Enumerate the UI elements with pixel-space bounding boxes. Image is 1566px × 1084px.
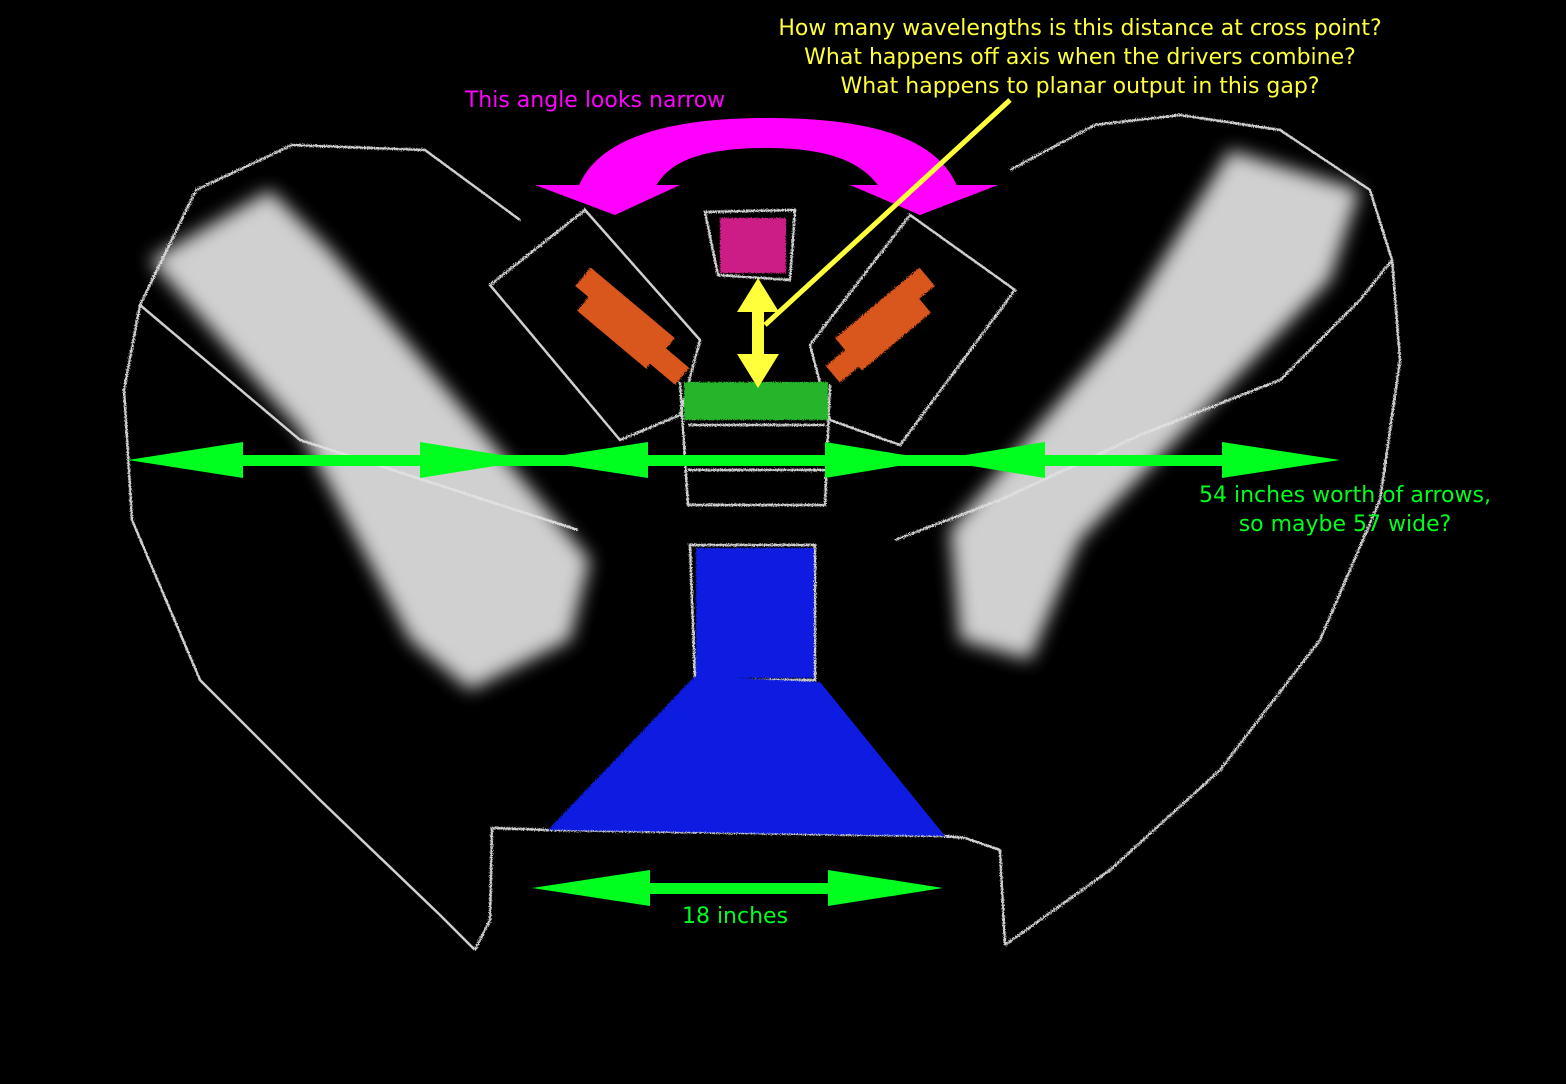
woofer-neck [688, 543, 817, 682]
width-note: 54 inches worth of arrows, so maybe 57 w… [1160, 481, 1530, 539]
mid-housing-inner [688, 423, 825, 472]
question-line-1: How many wavelengths is this distance at… [778, 16, 1382, 41]
right-base-step [944, 834, 1007, 946]
base-width-arrow [532, 870, 943, 906]
angle-note: This angle looks narrow [464, 88, 726, 113]
right-outer-wall [1004, 259, 1402, 947]
angle-arrowhead-left [535, 185, 680, 215]
right-panel-speaker [950, 150, 1360, 660]
width-arrow-3-right [1222, 442, 1340, 478]
woofer-driver [548, 548, 945, 836]
question-annotations: How many wavelengths is this distance at… [740, 14, 1420, 101]
midrange-driver [684, 382, 828, 420]
base-width-note: 18 inches [681, 904, 789, 929]
angle-arrowhead-right [850, 185, 998, 215]
width-arrow-1-left [128, 442, 243, 478]
width-note-line-2: so maybe 57 wide? [1238, 512, 1452, 537]
width-note-line-1: 54 inches worth of arrows, [1199, 483, 1491, 508]
right-driver-housing [808, 213, 1017, 447]
angle-arrow [535, 118, 998, 215]
question-line-3: What happens to planar output in this ga… [840, 74, 1320, 99]
left-driver-housing [488, 208, 702, 442]
tweeter-driver [720, 218, 786, 273]
question-pointer [737, 98, 1012, 388]
base-arrowhead-right [828, 870, 943, 906]
base-arrowhead-left [532, 870, 650, 906]
question-line-2: What happens off axis when the drivers c… [804, 45, 1356, 70]
width-arrow-3-left [935, 442, 1045, 478]
left-base-step [473, 826, 549, 951]
question-pointer-line [763, 98, 1012, 327]
width-arrow-2-right [825, 442, 935, 478]
left-planar-drivers [575, 267, 690, 385]
right-planar-drivers [825, 267, 935, 383]
left-panel-speaker [150, 190, 590, 690]
width-arrow-2-left [532, 442, 648, 478]
width-arrows [128, 442, 1340, 478]
tweeter-housing [703, 208, 797, 282]
distance-arrowhead-down [737, 354, 779, 388]
distance-arrowhead-up [737, 278, 779, 312]
width-arrow-1-right [420, 442, 532, 478]
left-outer-wall [122, 304, 476, 951]
